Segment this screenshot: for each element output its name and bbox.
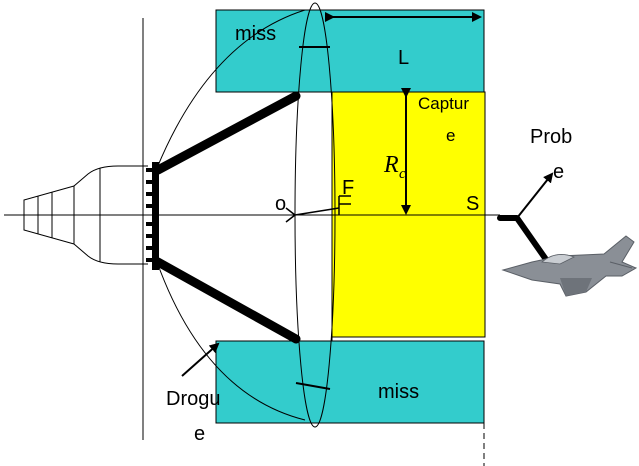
probe-label-line2: e — [553, 161, 564, 183]
refueling-pod — [23, 165, 148, 265]
force-label: F — [342, 177, 354, 199]
refueling-probe — [497, 172, 555, 271]
capture-radius-subscript: c — [399, 166, 406, 182]
canopy-outline-bottom — [156, 261, 306, 421]
drogue-pointer-arrow — [181, 342, 220, 377]
miss-label-bottom: miss — [378, 381, 419, 403]
miss-zone-top — [215, 9, 485, 93]
miss-zone-bottom — [215, 340, 485, 424]
capture-label-line1: Captur — [418, 94, 469, 113]
capture-radius-label: R — [383, 152, 399, 178]
drogue-label-line2: e — [194, 423, 205, 445]
fighter-jet-icon — [501, 235, 638, 297]
length-label: L — [398, 47, 409, 69]
origin-label: o — [275, 193, 286, 215]
canopy-outline-top — [156, 9, 306, 169]
force-vector-icon — [294, 195, 351, 216]
capture-label-line2: e — [446, 126, 455, 145]
origin-frame-icon — [285, 207, 296, 223]
capture-miss-divider-bottom — [295, 382, 331, 390]
point-s-label: S — [466, 193, 479, 215]
drogue-label-line1: Drogu — [166, 388, 220, 410]
drogue-strut-top — [153, 91, 301, 175]
drogue-hub — [146, 162, 159, 270]
drogue-strut-bottom — [153, 257, 301, 344]
probe-label-line1: Prob — [530, 126, 572, 148]
miss-label-top: miss — [235, 23, 276, 45]
